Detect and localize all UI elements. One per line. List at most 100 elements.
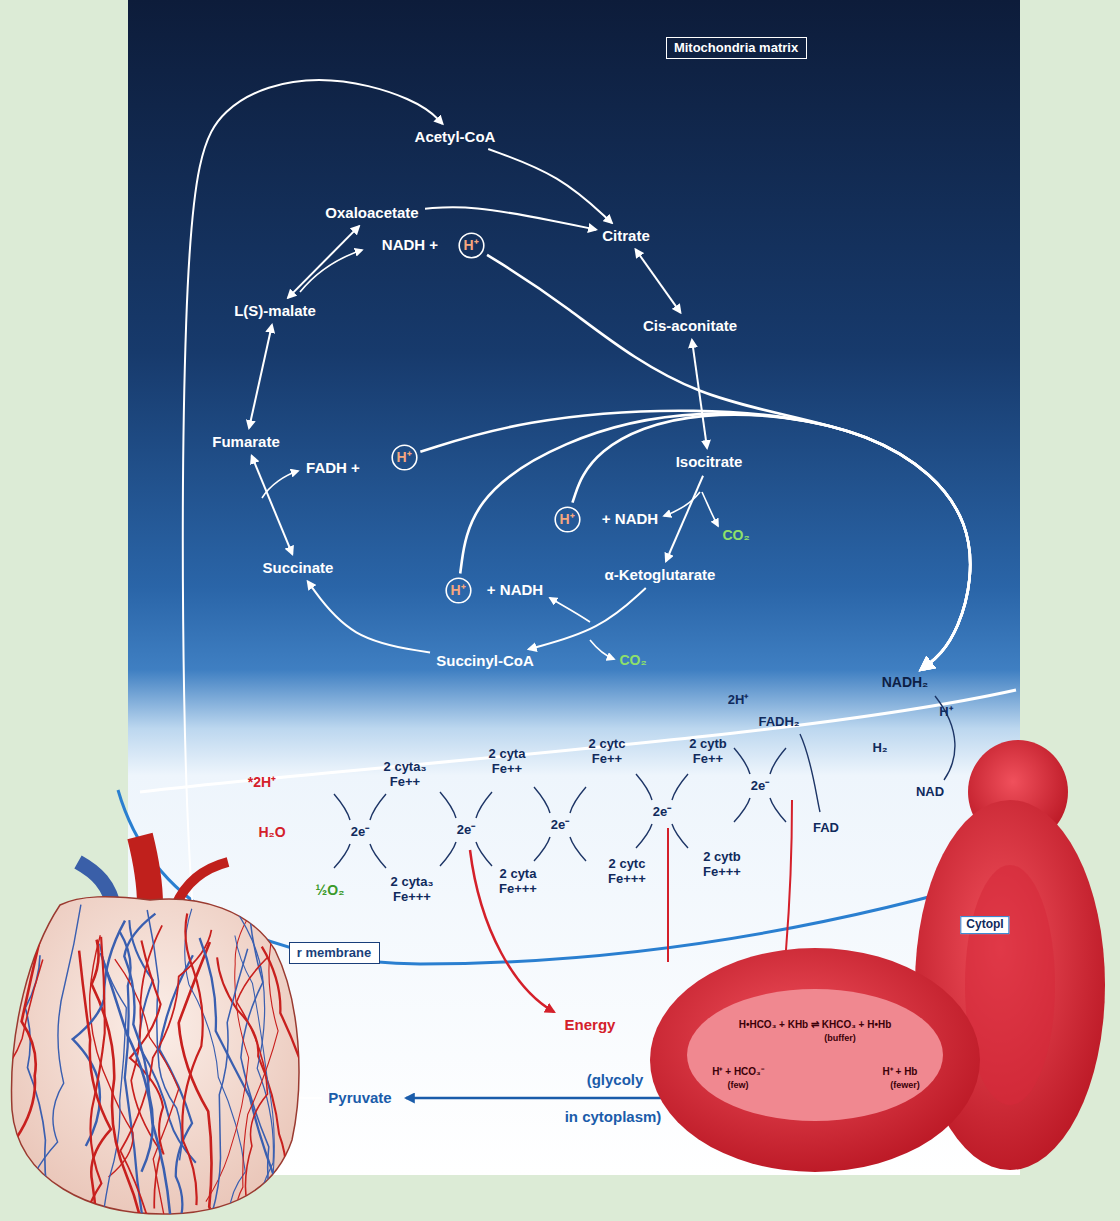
node-text: Oxaloacetate bbox=[325, 204, 418, 222]
node-text: H⁺ bbox=[450, 582, 465, 599]
electron-transfer-line bbox=[734, 798, 750, 822]
ion-label: H⁺ + HCO₃⁻ bbox=[712, 1066, 763, 1078]
energy-arrow bbox=[470, 850, 554, 1012]
coronary-vessel bbox=[206, 900, 261, 1202]
proton-circle: H⁺ bbox=[391, 444, 418, 471]
coronary-vessel bbox=[124, 914, 155, 1172]
energy-label: Energy bbox=[565, 1016, 616, 1033]
node-text: Mitochondria matrix bbox=[674, 40, 798, 56]
proton-label: *2H⁺ bbox=[248, 774, 276, 790]
proton-label: H⁺ bbox=[939, 705, 952, 720]
fad-line bbox=[800, 734, 820, 812]
coronary-vessels bbox=[0, 900, 319, 1221]
co2-release-arrow bbox=[702, 492, 718, 526]
node-text: Fumarate bbox=[212, 433, 280, 451]
circle-outline bbox=[392, 445, 417, 470]
coronary-vessel bbox=[217, 957, 286, 1200]
node-text: Cis-aconitate bbox=[643, 317, 737, 335]
node-text: NADH₂ bbox=[882, 674, 929, 691]
node-text: Pyruvate bbox=[328, 1089, 391, 1107]
coronary-vessel bbox=[0, 960, 43, 1203]
electron-transfer-line bbox=[534, 837, 550, 861]
metabolite: NADH₂ bbox=[879, 672, 932, 693]
red-blood-cell bbox=[650, 948, 980, 1172]
circle-outline bbox=[555, 507, 580, 532]
co2-label: CO₂ bbox=[619, 652, 646, 668]
heart-illustration bbox=[0, 836, 319, 1221]
cytochrome-label: 2 cyta₃ Fe+++ bbox=[383, 875, 441, 905]
node-text: H⁺ bbox=[463, 237, 478, 254]
metabolite: Isocitrate bbox=[673, 451, 746, 473]
reaction-arrow bbox=[666, 476, 703, 561]
cytochrome-label: 2 cytb Fe++ bbox=[680, 737, 736, 767]
coronary-vessel bbox=[200, 938, 282, 1221]
node-text: Succinyl-CoA bbox=[436, 652, 534, 670]
coronary-vessel bbox=[237, 957, 268, 1219]
cofactor-label: + NADH bbox=[602, 510, 658, 527]
metabolite: Acetyl-CoA bbox=[412, 126, 499, 148]
coronary-vessel bbox=[79, 951, 111, 1221]
energy-line bbox=[667, 828, 669, 962]
cofactor-label: NADH + bbox=[382, 236, 438, 253]
red-blood-cells bbox=[650, 740, 1105, 1172]
cytochrome-label: 2 cytc Fe++ bbox=[579, 737, 635, 767]
electron-transfer-line bbox=[570, 837, 586, 861]
electron-transfer-line bbox=[672, 774, 688, 800]
electron-label: 2e⁻ bbox=[551, 818, 569, 833]
reaction-arrow bbox=[249, 325, 272, 428]
coronary-vessel bbox=[262, 947, 319, 1221]
electron-label: 2e⁻ bbox=[653, 805, 671, 820]
oxygen-label: ½O₂ bbox=[316, 882, 345, 898]
reaction-arrow bbox=[252, 456, 293, 554]
node-text: α-Ketoglutarate bbox=[605, 566, 716, 584]
electron-transfer-line bbox=[570, 787, 586, 813]
electron-label: 2e⁻ bbox=[751, 779, 769, 794]
aorta bbox=[140, 836, 150, 905]
proton-circle: H⁺ bbox=[554, 506, 581, 533]
coronary-vessel bbox=[236, 943, 278, 1221]
buffer-note: (buffer) bbox=[824, 1033, 856, 1043]
cofactor-label: FAD bbox=[813, 821, 839, 836]
coronary-vessel bbox=[130, 940, 164, 1154]
cofactor-label: + NADH bbox=[487, 581, 543, 598]
cofactor-label: FADH + bbox=[306, 459, 360, 476]
reaction-arrow bbox=[425, 207, 596, 229]
electron-transfer-line bbox=[476, 842, 492, 866]
node-text: L(S)-malate bbox=[234, 302, 316, 320]
electron-transfer-line bbox=[440, 842, 456, 866]
electron-transfer-line bbox=[636, 774, 652, 800]
co2-label: CO₂ bbox=[722, 527, 749, 543]
node-text: H⁺ bbox=[559, 511, 574, 528]
cytochrome-label: 2 cytc Fe+++ bbox=[599, 857, 655, 887]
pathway-label: (glycoly bbox=[587, 1071, 644, 1088]
reaction-arrow bbox=[529, 588, 646, 649]
metabolite: Fumarate bbox=[209, 431, 283, 453]
cytochrome-label: 2 cytb Fe+++ bbox=[694, 850, 750, 880]
electron-transfer-line bbox=[770, 748, 786, 774]
coronary-vessel bbox=[182, 914, 202, 1206]
circle-outline bbox=[446, 578, 471, 603]
coronary-vessel bbox=[101, 953, 171, 1221]
coronary-vessel bbox=[241, 916, 282, 1221]
cytochrome-label: 2 cyta₃ Fe++ bbox=[376, 760, 434, 790]
metabolite: Cis-aconitate bbox=[640, 315, 741, 337]
electron-label: 2e⁻ bbox=[351, 825, 369, 840]
membrane-label-box: r membrane bbox=[289, 942, 380, 964]
nadh-release-arrow bbox=[300, 250, 362, 292]
metabolite: Oxaloacetate bbox=[322, 202, 422, 224]
cytochrome-label: 2 cyta Fe++ bbox=[479, 747, 535, 777]
coronary-vessel bbox=[25, 955, 55, 1221]
electron-transfer-line bbox=[440, 792, 456, 818]
nad-line bbox=[935, 696, 955, 780]
reaction-arrow bbox=[288, 226, 359, 298]
coronary-vessel bbox=[203, 949, 248, 1221]
co2-release-arrow bbox=[590, 640, 614, 659]
proton-flow-arrow bbox=[420, 411, 970, 670]
proton-flow-arrow bbox=[487, 255, 970, 670]
coronary-vessel bbox=[0, 908, 49, 1133]
buffer-equation: H•HCO₃ + KHb ⇌ KHCO₃ + H•Hb bbox=[739, 1019, 892, 1031]
electron-label: 2e⁻ bbox=[457, 823, 475, 838]
ion-note: (fewer) bbox=[890, 1080, 920, 1090]
coronary-vessel bbox=[0, 937, 40, 1208]
